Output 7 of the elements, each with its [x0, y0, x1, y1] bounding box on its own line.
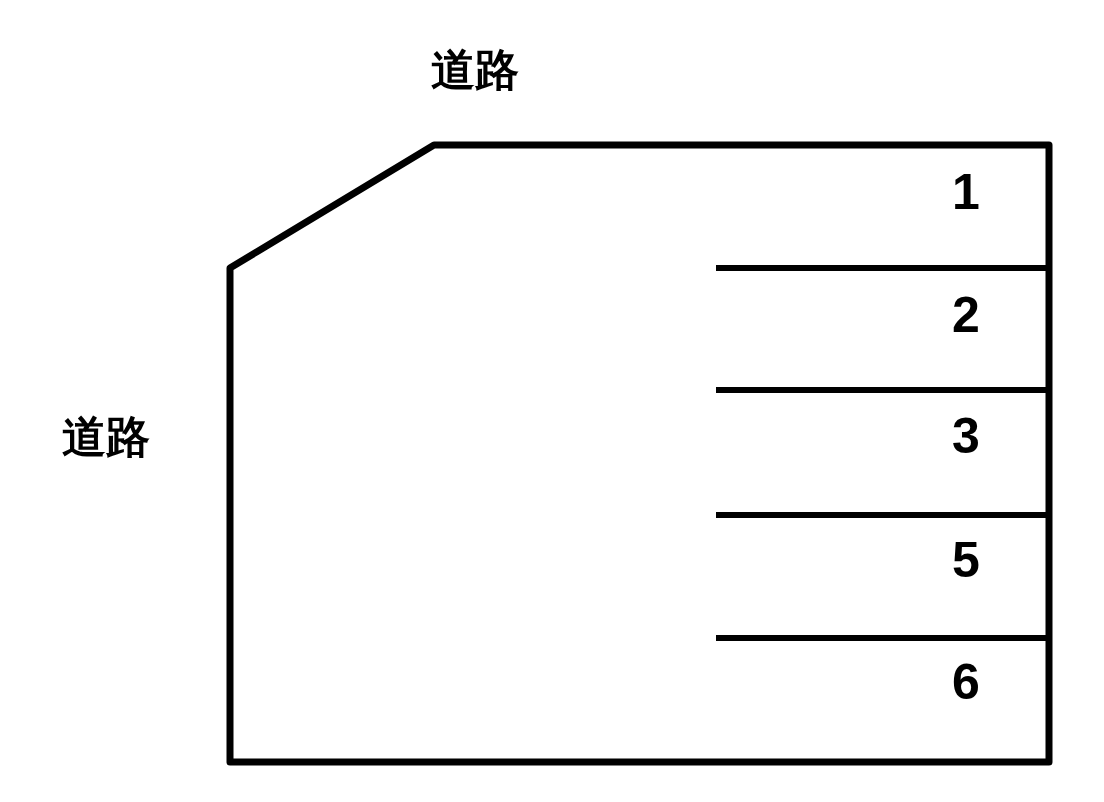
- road-label: 道路: [62, 415, 150, 459]
- lot-number: 3: [952, 411, 980, 461]
- lot-number: 1: [952, 167, 980, 217]
- road-label: 道路: [431, 48, 519, 92]
- lot-number: 5: [952, 535, 980, 585]
- lot-number: 2: [952, 290, 980, 340]
- lot-number: 6: [952, 657, 980, 707]
